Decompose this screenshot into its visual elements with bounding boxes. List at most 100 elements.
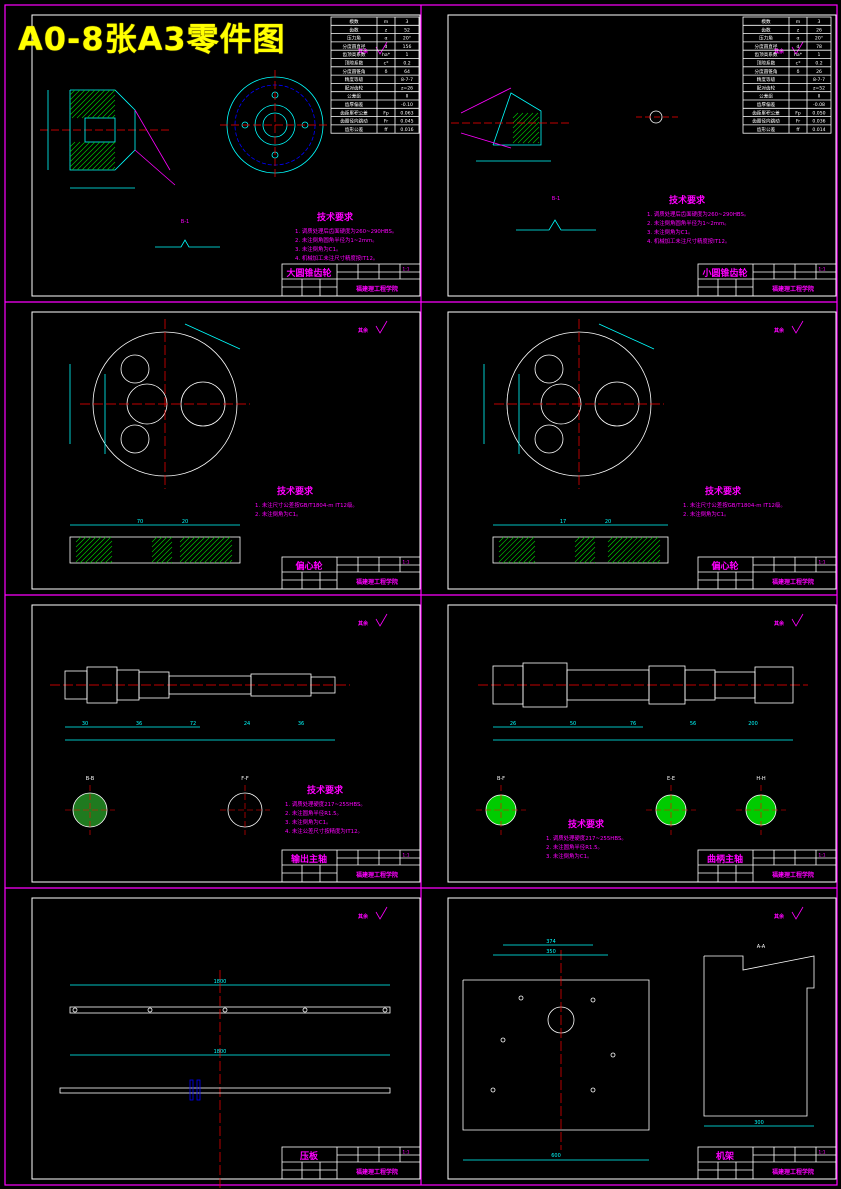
hatch-line xyxy=(651,554,661,564)
shaft-step xyxy=(310,676,336,694)
tech-item: 3. 未注倒角为C1。 xyxy=(295,245,341,253)
table-cell: Fr xyxy=(796,119,800,125)
scale: 1:1 xyxy=(402,1150,409,1156)
hatch-line xyxy=(537,141,540,144)
hatch-line xyxy=(79,536,107,564)
hatch-area xyxy=(574,536,596,564)
hatch-line xyxy=(611,536,639,564)
table-cell: 齿顶高系数 xyxy=(755,51,778,58)
side-section xyxy=(492,536,669,564)
hatch-line xyxy=(179,536,196,553)
dim-text: 1800 xyxy=(214,979,227,985)
drawing-border xyxy=(31,897,421,1180)
hatch-line xyxy=(179,536,191,548)
table-cell: δ xyxy=(385,69,388,75)
hatch-line xyxy=(160,551,173,564)
tech-item: 1. 调质处理硬度217~255HBS。 xyxy=(285,800,366,808)
tech-item: 2. 未注倒角圆角半径为1~2mm。 xyxy=(295,236,378,244)
hatch-line xyxy=(69,141,91,163)
roughness-label: 其余 xyxy=(358,327,369,334)
plate-hole xyxy=(72,1007,78,1013)
plate-hole xyxy=(147,1007,153,1013)
drawing-border xyxy=(447,311,837,590)
table-cell: 配对齿轮 xyxy=(345,84,364,91)
leader xyxy=(460,132,512,149)
scale: 1:1 xyxy=(818,267,825,273)
school: 福建理工程学院 xyxy=(771,578,814,586)
shaft-step xyxy=(754,666,794,704)
dim-text: 30 xyxy=(82,721,88,727)
drawing-border xyxy=(31,311,421,590)
hatch-line xyxy=(111,114,116,119)
table-cell: Fp xyxy=(383,110,389,116)
tech-title: 技术要求 xyxy=(317,211,354,223)
drawing-border xyxy=(447,897,837,1180)
hatch-line xyxy=(213,544,233,564)
table-cell: 顶隙系数 xyxy=(757,60,776,67)
table-cell: ha* xyxy=(794,52,803,58)
table-cell: 1 xyxy=(406,52,409,58)
table-cell: 26 xyxy=(816,69,822,75)
table-cell: z xyxy=(385,28,388,33)
hatch-line xyxy=(179,536,206,563)
part-name: 偏心轮 xyxy=(711,560,738,572)
dim-text: 350 xyxy=(546,949,556,955)
table-cell: 分度圆锥角 xyxy=(343,68,366,75)
school: 福建理工程学院 xyxy=(355,578,398,586)
roughness-symbol xyxy=(375,320,388,334)
drawing-border xyxy=(447,604,837,883)
hatch-line xyxy=(522,126,540,144)
table-cell: 齿圈径向跳动 xyxy=(752,118,780,125)
table-cell: 分度圆直径 xyxy=(343,43,366,50)
dim-text: 36 xyxy=(136,721,142,727)
table-cell: 模数 xyxy=(761,18,771,25)
table-cell: 1 xyxy=(818,52,821,58)
roughness-symbol xyxy=(791,320,804,334)
hatch-line xyxy=(179,536,186,543)
dim-text: 72 xyxy=(190,721,196,727)
scale: 1:1 xyxy=(402,267,409,273)
table-cell: m xyxy=(384,20,389,25)
plate-stop xyxy=(196,1079,201,1101)
dim-text: 50 xyxy=(570,721,576,727)
tech-item: 3. 未注倒角为C1。 xyxy=(285,818,331,826)
hatch-area xyxy=(151,536,173,564)
hatch-line xyxy=(69,89,86,106)
hatch-line xyxy=(151,541,173,563)
dim-text: 56 xyxy=(690,721,696,727)
table-cell: 3 xyxy=(406,19,409,25)
school: 福建理工程学院 xyxy=(771,871,814,879)
table-cell: c* xyxy=(384,61,390,67)
dim-text: 200 xyxy=(748,721,758,727)
hatch-line xyxy=(91,146,116,171)
hatch-line xyxy=(616,536,644,564)
section-label: B-1 xyxy=(181,219,189,225)
drawing-border xyxy=(31,604,421,883)
scale: 1:1 xyxy=(818,853,825,859)
table-cell: -0.10 xyxy=(401,102,413,108)
dim-text: 300 xyxy=(754,1120,764,1126)
leader xyxy=(460,87,512,114)
dim-text: 17 xyxy=(560,519,566,525)
hatch-line xyxy=(96,151,116,171)
dim-text: 600 xyxy=(551,1153,561,1159)
hatch-line xyxy=(76,89,106,119)
scale: 1:1 xyxy=(402,853,409,859)
table-cell: d xyxy=(385,44,388,50)
hatch-area xyxy=(69,89,116,119)
hatch-line xyxy=(84,536,112,564)
table-cell: ha* xyxy=(382,52,391,58)
hatch-line xyxy=(621,536,649,564)
tech-title: 技术要求 xyxy=(307,784,344,796)
dim-text: 76 xyxy=(630,721,636,727)
plate-hole xyxy=(382,1007,388,1013)
mount-hole xyxy=(490,1087,496,1093)
leader xyxy=(134,109,171,171)
tech-item: 4. 机械加工未注尺寸精度按IT12。 xyxy=(647,237,730,245)
side-section xyxy=(69,536,241,564)
dim-text: 24 xyxy=(244,721,250,727)
roughness-symbol xyxy=(791,906,804,920)
